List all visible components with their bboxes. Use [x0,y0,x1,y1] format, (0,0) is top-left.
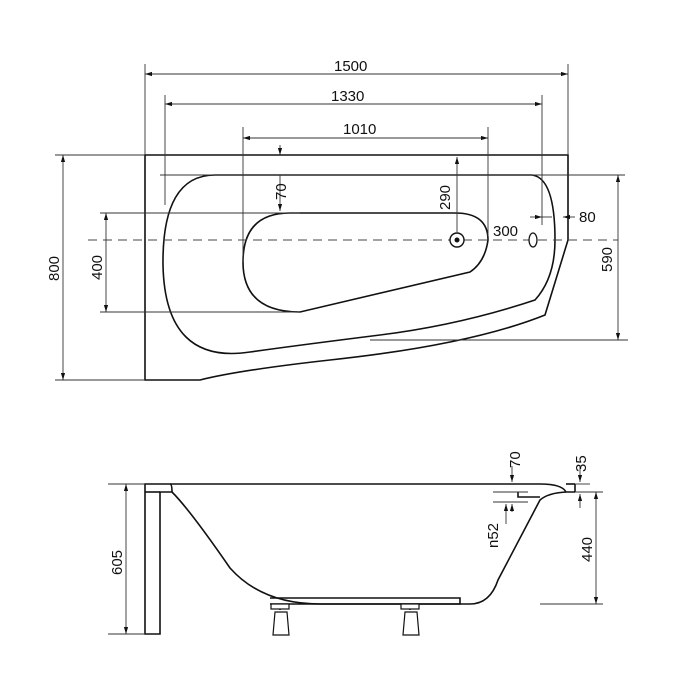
dim-overflow-offset: 70 [507,451,524,468]
top-view: 1500 1330 1010 70 290 300 80 800 [46,58,628,381]
tub-basin-outline [162,174,556,355]
dim-drain-depth: 290 [437,185,454,210]
leg-left [270,603,290,636]
dim-inner-length: 1010 [343,121,376,138]
tub-outer-outline [144,154,569,381]
dim-basin-width: 590 [599,247,616,272]
side-view: 605 440 35 70 n52 [108,451,603,636]
dim-overflow-diameter: n52 [485,523,502,548]
overflow-pipe [517,492,540,498]
side-rim [170,483,575,493]
dim-overall-length: 1500 [334,58,367,75]
side-panel [144,483,173,635]
dim-inner-width: 400 [89,255,106,280]
side-tub-body [171,491,567,605]
dim-overall-width: 800 [46,256,63,281]
leg-right [400,603,420,636]
dim-drain-to-overflow: 300 [493,223,518,240]
dim-total-height: 605 [109,550,126,575]
dim-rim-length: 1330 [331,88,364,105]
dim-drain-offset: 70 [273,183,290,200]
tub-inner-floor [242,212,489,313]
dim-tub-depth: 440 [579,537,596,562]
dim-rim-thickness: 35 [573,455,590,472]
dim-overflow-to-edge: 80 [579,209,596,226]
base-frame [270,597,461,605]
overflow-icon [528,232,538,248]
